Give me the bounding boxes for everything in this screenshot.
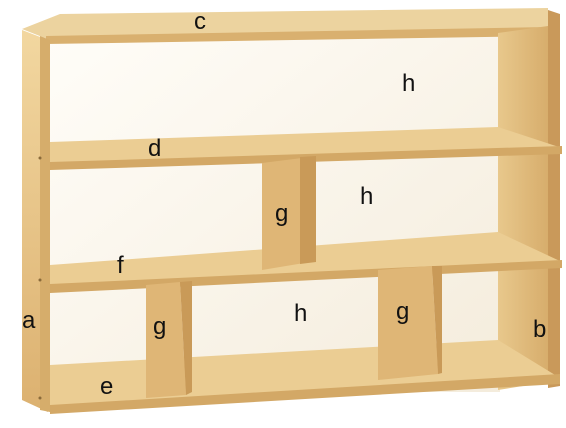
divider-middle-face [300,156,316,264]
label-h-middle: h [360,185,373,209]
label-a: a [22,309,35,333]
label-g-bottom-left: g [153,315,166,339]
label-h-bottom: h [294,302,307,326]
label-b: b [533,318,546,342]
label-d: d [148,137,161,161]
label-g-bottom-right: g [396,300,409,324]
divider-bottom-left [146,282,186,398]
label-h-top: h [402,72,415,96]
left-side-front [40,36,50,412]
label-f: f [117,254,124,278]
label-e: e [100,375,113,399]
label-g-middle: g [275,202,288,226]
right-side-edge [548,10,560,388]
label-c: c [194,10,206,34]
